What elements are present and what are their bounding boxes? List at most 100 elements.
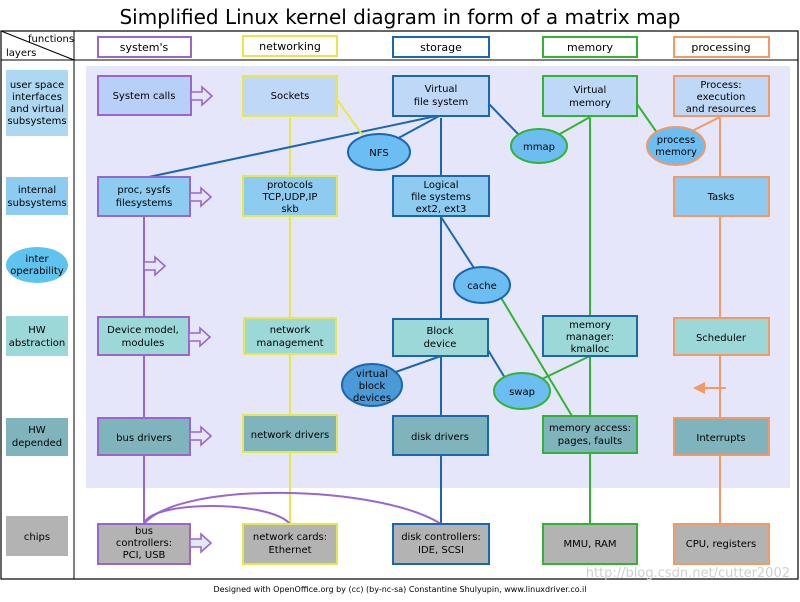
row-header-hw-depended-line: HW [28,425,46,436]
arrow-right-icon [189,425,213,447]
node-memory-manager: memory manager: kmalloc [542,315,638,357]
node-text: memory [655,147,697,158]
arrow-left-icon [693,382,726,394]
node-text: kmalloc [571,344,610,355]
node-nfs: NFS [347,133,411,171]
arrow-right-icon [189,532,213,554]
node-virtual-memory: Virtual memory [542,75,638,117]
node-text: controllers: [116,538,172,549]
node-text: file systems [411,192,471,203]
node-text: memory access: [549,423,631,434]
node-text: network drivers [251,430,329,441]
node-text: Logical [423,180,458,191]
node-network-mgmt: network management [243,317,337,355]
column-header-storage-label: storage [420,41,462,54]
node-text: TCP,UDP,IP [262,192,318,203]
node-text: memory [569,320,611,331]
process-to-process-memory-connector [689,116,721,133]
arrow-right-icon [190,85,214,107]
corner-layers-label: layers [6,48,36,59]
node-text: PCI, USB [123,550,166,561]
vfs-to-proc-connector [143,114,442,179]
column-header-networking-label: networking [259,40,321,53]
node-text: Ethernet [268,545,311,556]
vfs-to-mmap-connector [488,103,521,137]
node-text: CPU, registers [686,539,756,550]
node-scheduler: Scheduler [673,317,770,356]
block-to-swap-connector [487,349,506,379]
node-text: pages, faults [558,436,622,447]
node-text: execution [697,92,746,103]
node-process-exec: Process: execution and resources [673,75,770,117]
column-header-processing: processing [673,36,770,58]
node-logical-fs: Logical file systems ext2, ext3 [392,175,490,217]
node-text: management [257,338,324,349]
node-text: block [359,381,386,392]
node-mmap: mmap [510,128,568,164]
footer-credit: Designed with OpenOffice.org by (cc) (by… [214,585,587,594]
node-text: skb [281,204,298,215]
watermark: http://blog.csdn.net/cutter2002 [586,566,790,581]
row-header-interop: inter operability [6,247,68,283]
node-text: disk drivers [411,432,469,443]
node-network-drivers: network drivers [242,414,338,453]
column-header-memory-label: memory [567,41,613,54]
node-text: device [424,339,457,350]
node-disk-controllers: disk controllers: IDE, SCSI [392,523,490,565]
node-text: Interrupts [696,433,745,444]
fs-to-cache-connector [440,216,475,269]
node-tasks: Tasks [673,176,770,217]
arrow-right-icon [143,255,167,277]
row-header-interop-line: inter [25,254,49,265]
node-device-model: Device model, modules [97,316,190,356]
diagram-title: Simplified Linux kernel diagram in form … [119,5,680,29]
node-interrupts: Interrupts [673,417,770,456]
sockets-to-nfs-connector [335,97,367,141]
cache-to-memory-access-connector [499,295,573,417]
node-disk-drivers: disk drivers [392,415,489,456]
row-header-user-space-line: user space [10,80,64,91]
node-bus-controllers: bus controllers: PCI, USB [97,523,191,565]
node-text: network [270,325,311,336]
node-text: disk controllers: [401,532,481,543]
node-text: memory [569,98,611,109]
node-protocols: protocols TCP,UDP,IP skb [242,175,338,217]
node-cache: cache [453,266,511,304]
node-memory-access: memory access: pages, faults [542,415,638,454]
node-text: protocols [267,180,313,191]
row-header-chips: chips [6,516,68,556]
row-header-hw-abstraction-line: HW [28,325,46,336]
node-text: network cards: [253,532,327,543]
node-text: file system [414,97,469,108]
arrow-right-icon [189,186,213,208]
node-bus-drivers: bus drivers [97,417,191,456]
node-text: Sockets [271,91,310,102]
row-header-user-space-line: interfaces [12,92,62,103]
node-text: Process: [700,80,741,91]
node-text: manager: [566,332,614,343]
row-header-chips-line: chips [24,532,50,543]
row-header-hw-abstraction: HW abstraction [6,316,68,356]
node-text: MMU, RAM [564,539,617,550]
node-text: Scheduler [696,333,747,344]
column-header-systems-label: system's [120,41,169,54]
node-mmu-ram: MMU, RAM [542,523,638,565]
node-network-cards: network cards: Ethernet [242,523,338,565]
column-header-memory: memory [542,36,638,58]
corner-functions-label: functions [28,34,74,45]
row-header-internal: internal subsystems [6,177,68,215]
row-header-internal-line: subsystems [7,198,66,209]
row-header-user-space-line: and virtual [10,104,64,115]
node-text: bus drivers [116,433,172,444]
node-text: and resources [686,104,756,115]
node-process-memory: process memory [646,126,706,166]
node-text: proc, sysfs [117,185,170,196]
column-header-storage: storage [392,36,490,58]
node-text: modules [122,338,165,349]
row-header-hw-depended-line: depended [12,438,62,449]
node-text: process [657,135,695,146]
node-text: filesystems [116,198,173,209]
node-text: bus [135,526,153,537]
swap-to-mm-connector [539,355,591,381]
